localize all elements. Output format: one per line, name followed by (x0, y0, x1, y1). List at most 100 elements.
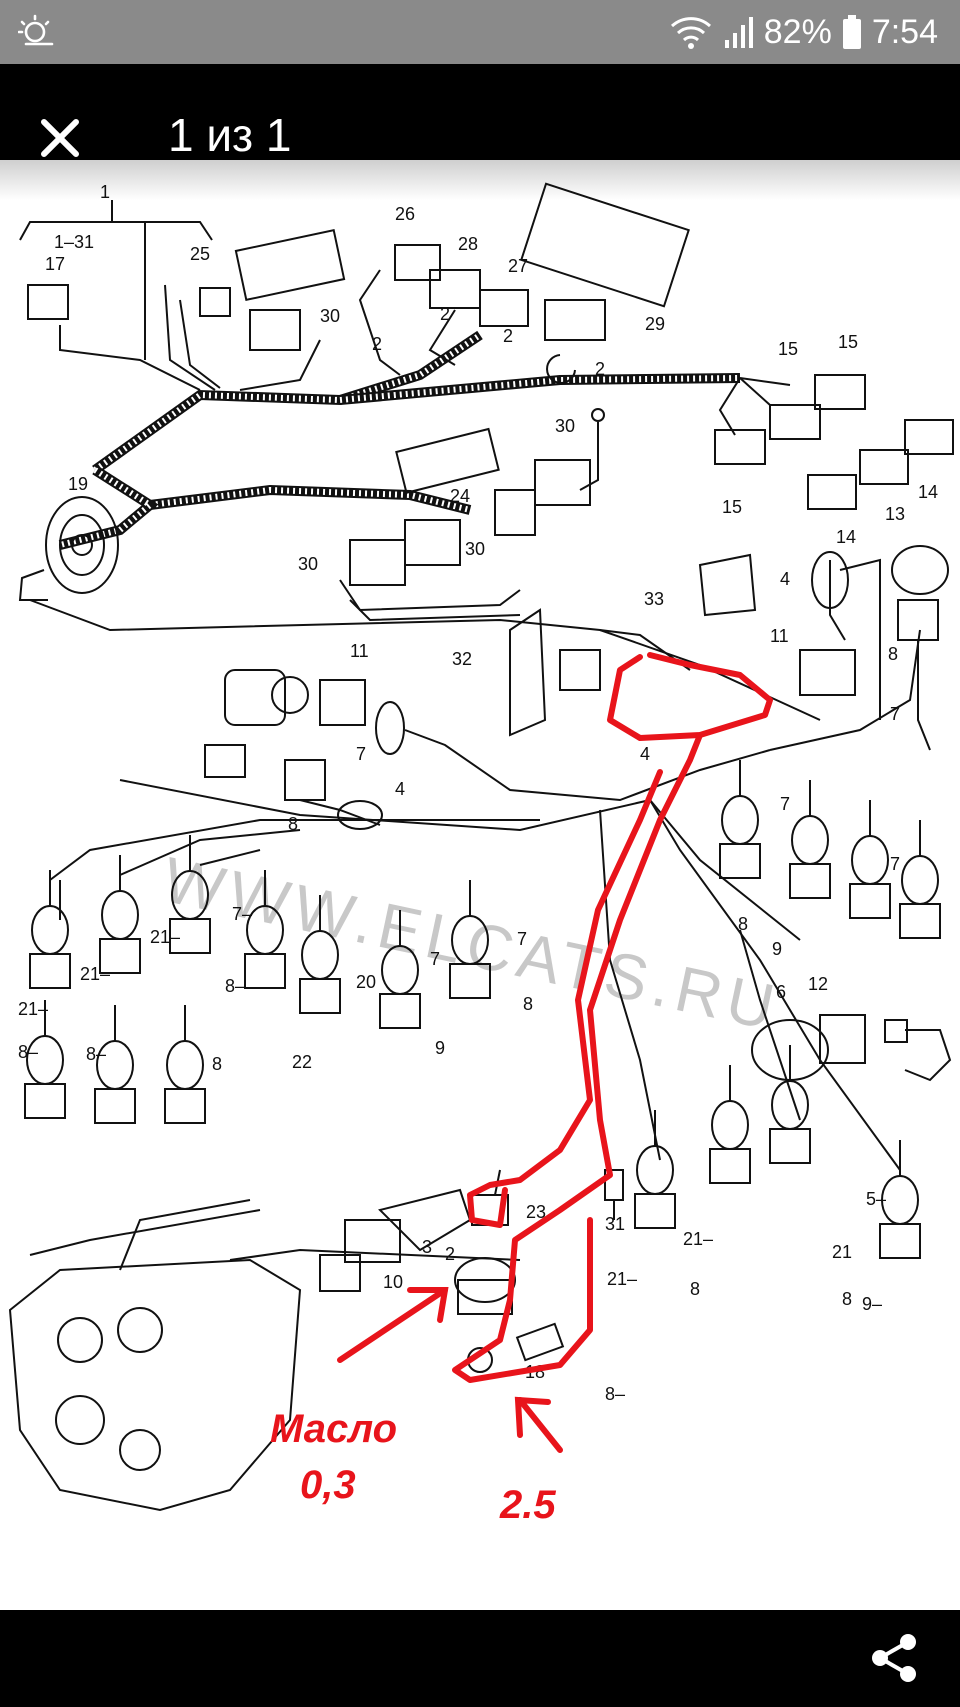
label-21f: 21 (832, 1242, 852, 1262)
viewer-header: 1 из 1 (0, 64, 960, 161)
connector-glyph (709, 1065, 751, 1184)
connector-glyph (169, 835, 211, 954)
label-4b: 4 (395, 779, 405, 799)
battery-icon (842, 15, 861, 49)
label-7b: 7 (356, 744, 366, 764)
image-viewer[interactable]: WWW.ELCATS.RU (0, 160, 960, 1610)
label-1-31: 1–31 (54, 232, 94, 252)
status-bar: 82% 7:54 (0, 0, 960, 64)
label-1: 1 (100, 182, 110, 202)
connector-glyph (719, 760, 761, 879)
label-5: 5– (866, 1189, 886, 1209)
label-28: 28 (458, 234, 478, 254)
label-8c: 8 (738, 914, 748, 934)
battery-percent: 82% (763, 12, 832, 51)
label-20: 20 (356, 972, 376, 992)
label-30a: 30 (320, 306, 340, 326)
connector-glyph (899, 820, 941, 939)
label-6: 6 (776, 982, 786, 1002)
oil-value: 0,3 (300, 1463, 356, 1507)
connector-glyph (379, 910, 421, 1029)
label-11b: 11 (350, 641, 369, 661)
label-8h: 8 (523, 994, 533, 1014)
label-33: 33 (644, 589, 664, 609)
label-15c: 15 (722, 497, 742, 517)
label-8a: 8 (888, 644, 898, 664)
label-8d: 8– (225, 976, 245, 996)
label-7a: 7 (890, 704, 900, 724)
label-17: 17 (45, 254, 65, 274)
label-8b: 8 (288, 814, 298, 834)
label-8g: 8 (212, 1054, 222, 1074)
signal-icon (724, 17, 753, 48)
label-7c: 7 (780, 794, 790, 814)
label-21e: 21– (683, 1229, 713, 1249)
label-29: 29 (645, 314, 665, 334)
arrows (337, 1287, 563, 1453)
label-2b: 2 (440, 304, 450, 324)
wiring-diagram: WWW.ELCATS.RU (0, 160, 960, 1527)
watermark: WWW.ELCATS.RU (157, 843, 786, 1044)
label-8j: 8 (842, 1289, 852, 1309)
label-26: 26 (395, 204, 415, 224)
label-2c: 2 (503, 326, 513, 346)
connector-glyph (164, 1005, 206, 1124)
connector-glyph (789, 780, 831, 899)
label-15a: 15 (778, 339, 798, 359)
label-2a: 2 (372, 334, 382, 354)
image-counter: 1 из 1 (168, 109, 292, 161)
label-8e: 8– (18, 1042, 38, 1062)
label-31: 31 (605, 1214, 625, 1234)
connector-glyph (449, 880, 491, 999)
wifi-icon (670, 17, 711, 49)
label-9c: 9– (862, 1294, 882, 1314)
label-7e: 7– (232, 904, 252, 924)
brightness-icon (18, 14, 54, 46)
label-2d: 2 (595, 359, 605, 379)
label-24: 24 (450, 486, 470, 506)
connector-glyph (244, 870, 286, 989)
label-19: 19 (68, 474, 88, 494)
label-14a: 14 (918, 482, 938, 502)
label-13: 13 (885, 504, 905, 524)
label-21a: 21– (150, 927, 180, 947)
share-icon[interactable] (868, 1632, 920, 1684)
label-30d: 30 (298, 554, 318, 574)
connector-glyph (29, 870, 71, 989)
status-time: 7:54 (871, 12, 938, 51)
label-30c: 30 (465, 539, 485, 559)
viewer-footer (0, 1610, 960, 1707)
label-9a: 9 (772, 939, 782, 959)
label-8f: 8– (86, 1044, 106, 1064)
red-highlight (452, 652, 773, 1383)
label-22: 22 (292, 1052, 312, 1072)
oil-label: Масло (270, 1407, 397, 1451)
label-11a: 11 (770, 626, 789, 646)
label-21b: 21– (80, 964, 110, 984)
label-2e: 2 (445, 1244, 455, 1264)
label-21c: 21– (18, 999, 48, 1019)
label-7f: 7 (430, 949, 440, 969)
label-10: 10 (383, 1272, 403, 1292)
label-14b: 14 (836, 527, 856, 547)
connector-glyph (94, 1005, 136, 1124)
label-32: 32 (452, 649, 472, 669)
label-8k: 8– (605, 1384, 625, 1404)
label-21d: 21– (607, 1269, 637, 1289)
label-23: 23 (526, 1202, 546, 1222)
label-7d: 7 (890, 854, 900, 874)
connector-glyph (99, 855, 141, 974)
connector-glyph (634, 1110, 676, 1229)
label-15b: 15 (838, 332, 858, 352)
connector-glyph (24, 1000, 66, 1119)
label-3: 3 (422, 1237, 432, 1257)
second-value: 2.5 (499, 1483, 556, 1527)
label-9b: 9 (435, 1038, 445, 1058)
label-4c: 4 (640, 744, 650, 764)
label-27: 27 (508, 256, 528, 276)
close-icon[interactable] (38, 116, 82, 160)
connector-glyph (299, 895, 341, 1014)
label-25: 25 (190, 244, 210, 264)
label-7g: 7 (517, 929, 527, 949)
label-4a: 4 (780, 569, 790, 589)
